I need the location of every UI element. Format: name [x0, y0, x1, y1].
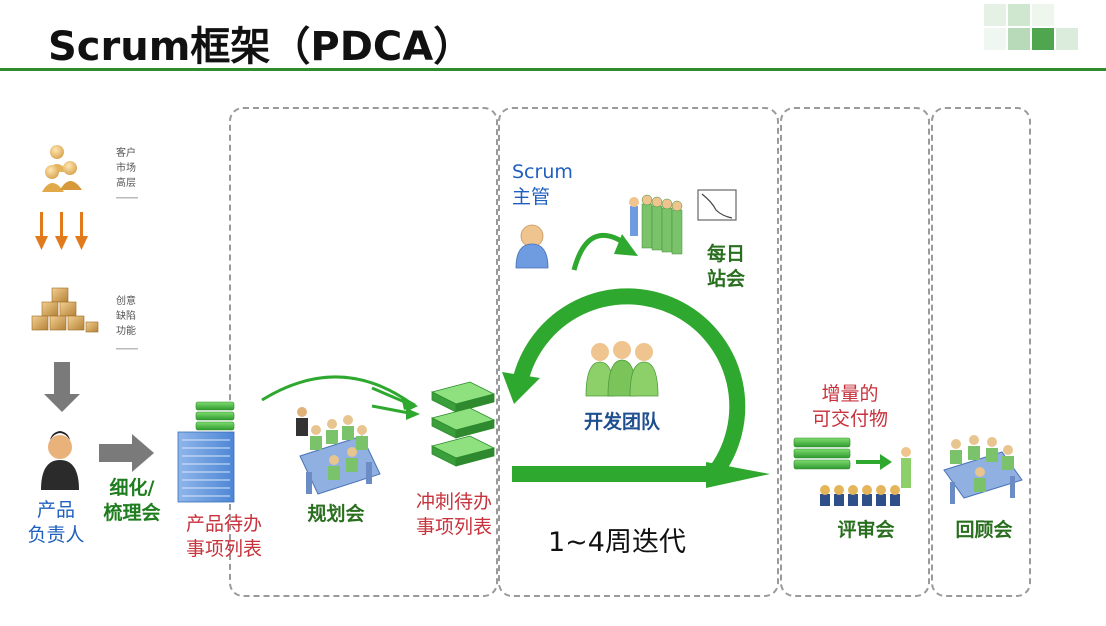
retrospective-meeting-icon	[943, 435, 1023, 504]
dev-team-icon	[585, 341, 659, 397]
sprint-backlog-label: 冲刺待办 事项列表	[415, 491, 492, 538]
increment-label: 增量的 可交付物	[811, 383, 888, 430]
daily-standup-label: 每日 站会	[706, 243, 745, 290]
product-backlog-icon	[177, 401, 235, 503]
stakeholders-icon	[42, 145, 82, 192]
scrum-master-label: Scrum 主管	[512, 161, 573, 208]
planning-meeting-icon	[296, 407, 381, 495]
page-title: Scrum框架（PDCA）	[48, 24, 474, 70]
scrum-master-icon	[515, 224, 549, 269]
orange-down-arrows	[35, 212, 88, 250]
features-label: 创意 缺陷 功能	[116, 296, 136, 337]
product-backlog-label: 产品待办 事项列表	[185, 513, 262, 560]
increment-icon	[793, 437, 851, 470]
standup-curve-arrow	[571, 232, 638, 271]
retrospective-label: 回顾会	[955, 519, 1013, 541]
gray-right-arrow	[99, 434, 154, 472]
boxes-icon	[31, 287, 99, 333]
stakeholder-text-lines	[116, 197, 138, 199]
planning-curve-arrow	[261, 375, 415, 416]
panel-review	[780, 107, 930, 597]
iteration-label: 1~4周迭代	[548, 527, 686, 558]
stakeholders-label: 客户 市场 高层	[116, 148, 136, 189]
standup-group-icon	[629, 194, 683, 255]
dev-team-label: 开发团队	[583, 411, 660, 433]
panel-planning	[229, 107, 498, 597]
burndown-chart-icon	[697, 189, 737, 221]
review-label: 评审会	[837, 519, 895, 541]
product-owner-icon	[41, 431, 79, 490]
increment-presenter-icon	[901, 447, 911, 488]
gray-down-arrow	[44, 362, 80, 412]
panel-sprint	[498, 107, 779, 597]
review-audience-icon	[820, 485, 900, 506]
sprint-cycle-arrow	[502, 288, 770, 488]
product-owner-label: 产品 负责人	[27, 499, 85, 546]
sprint-backlog-icon	[430, 381, 496, 467]
increment-arrow	[856, 454, 892, 470]
panel-retrospective	[931, 107, 1031, 597]
refinement-label: 细化/ 梳理会	[103, 477, 161, 524]
planning-label: 规划会	[307, 503, 365, 525]
title-underline	[0, 68, 1106, 71]
